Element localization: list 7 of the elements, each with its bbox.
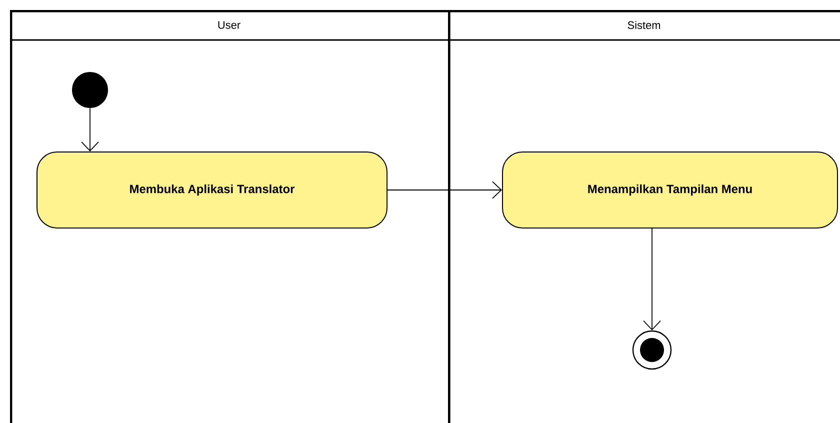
action-box: Menampilkan Tampilan Menu bbox=[502, 152, 838, 228]
arrow bbox=[387, 181, 502, 199]
final-node bbox=[632, 330, 672, 370]
initial-node bbox=[72, 72, 108, 108]
action-box: Membuka Aplikasi Translator bbox=[36, 152, 388, 228]
arrow bbox=[81, 108, 99, 152]
arrow bbox=[643, 228, 661, 330]
